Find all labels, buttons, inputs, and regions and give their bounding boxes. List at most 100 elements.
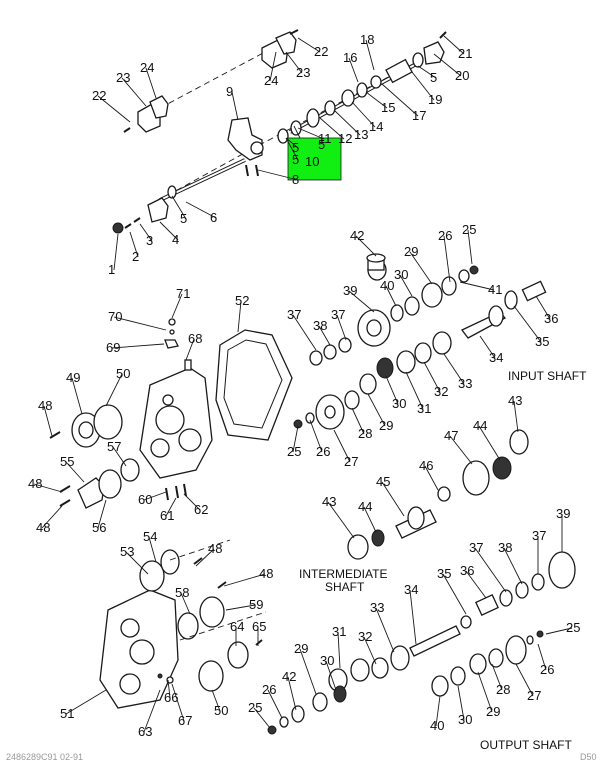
- rear-housing-assembly: [99, 539, 267, 709]
- part-callout-1: 1: [108, 262, 115, 277]
- callout-leader-line: [405, 371, 424, 410]
- callout-leader-line: [309, 419, 323, 453]
- callout-leader-line: [411, 71, 435, 101]
- part-callout-58: 58: [175, 585, 189, 600]
- part-callout-44: 44: [473, 418, 487, 433]
- part-callout-26: 26: [540, 662, 554, 677]
- part-callout-51: 51: [60, 706, 74, 721]
- part-callout-11: 11: [318, 131, 332, 146]
- callout-leader-line: [435, 695, 441, 727]
- callout-leader-line: [457, 685, 465, 721]
- callout-leader-line: [433, 53, 462, 77]
- callout-leader-line: [474, 547, 507, 593]
- part-callout-30: 30: [394, 267, 408, 282]
- part-callout-36: 36: [460, 563, 474, 578]
- callout-leader-line: [148, 536, 157, 563]
- front-housing-assembly: [49, 318, 293, 509]
- callout-leader-line: [43, 405, 53, 437]
- part-callout-26: 26: [316, 444, 330, 459]
- callout-leader-line: [443, 353, 465, 385]
- callout-leader-line: [165, 497, 177, 517]
- callout-leader-line: [113, 316, 167, 331]
- part-callout-50: 50: [116, 366, 130, 381]
- shift-rail-assembly: [112, 29, 447, 234]
- part-callout-43: 43: [322, 494, 336, 509]
- part-callout-65: 65: [252, 619, 266, 634]
- callout-leader-line: [65, 689, 107, 715]
- callout-leader-line: [65, 461, 85, 483]
- callout-leader-line: [449, 435, 473, 465]
- highlighted-callout[interactable]: 5 10: [287, 125, 342, 181]
- callout-leader-line: [195, 548, 215, 567]
- part-callout-29: 29: [486, 704, 500, 719]
- part-callout-3: 3: [146, 233, 153, 248]
- part-callout-37: 37: [331, 307, 345, 322]
- part-callout-25: 25: [462, 222, 476, 237]
- callout-leader-line: [479, 335, 496, 359]
- part-callout-24: 24: [140, 60, 154, 75]
- part-callout-27: 27: [527, 688, 541, 703]
- part-callout-21: 21: [458, 46, 472, 61]
- part-callout-55: 55: [60, 454, 74, 469]
- part-callout-59: 59: [249, 597, 263, 612]
- part-callout-67: 67: [178, 713, 192, 728]
- callout-leader-line: [225, 604, 256, 611]
- callout-leader-line: [171, 195, 187, 220]
- callout-leader-line: [375, 607, 395, 653]
- callout-leader-line: [292, 314, 317, 351]
- callout-leader-line: [180, 592, 191, 615]
- part-callout-56: 56: [92, 520, 106, 535]
- part-callout-39: 39: [556, 506, 570, 521]
- callout-leader-line: [545, 627, 573, 635]
- part-callout-30: 30: [320, 653, 334, 668]
- part-callout-35: 35: [535, 334, 549, 349]
- part-callout-52: 52: [235, 293, 249, 308]
- callout-leader-line: [535, 295, 551, 320]
- callout-leader-line: [399, 274, 413, 297]
- part-callout-60: 60: [138, 492, 152, 507]
- part-callout-25: 25: [248, 700, 262, 715]
- part-callout-23: 23: [116, 70, 130, 85]
- callout-leader-line: [269, 51, 277, 82]
- part-callout-39: 39: [343, 283, 357, 298]
- callout-leader-line: [443, 35, 465, 55]
- part-callout-69: 69: [106, 340, 120, 355]
- output-shaft-assembly: [267, 551, 576, 735]
- part-callout-33: 33: [370, 600, 384, 615]
- highlight-label-10: 10: [305, 154, 319, 169]
- callout-leader-line: [442, 573, 467, 615]
- intermediate-shaft-label-line2: SHAFT: [325, 580, 365, 594]
- part-callout-57: 57: [107, 439, 121, 454]
- part-callout-62: 62: [194, 502, 208, 517]
- callout-leader-line: [491, 663, 503, 691]
- callout-leader-line: [381, 481, 405, 517]
- callout-leader-line: [537, 643, 547, 671]
- highlight-box[interactable]: [287, 137, 342, 181]
- part-callout-17: 17: [412, 108, 426, 123]
- part-callout-37: 37: [287, 307, 301, 322]
- part-callout-38: 38: [313, 318, 327, 333]
- callout-leader-line: [318, 325, 331, 346]
- callout-leader-line: [355, 235, 377, 257]
- part-callout-40: 40: [380, 278, 394, 293]
- part-callout-37: 37: [469, 540, 483, 555]
- part-callout-35: 35: [437, 566, 451, 581]
- highlight-label-5: 5: [318, 137, 325, 152]
- callout-leader-line: [363, 506, 377, 533]
- callout-leader-line: [237, 300, 242, 333]
- callout-leader-line: [287, 676, 297, 711]
- callout-leader-line: [385, 285, 397, 307]
- part-callout-4: 4: [172, 232, 179, 247]
- part-callout-68: 68: [188, 331, 202, 346]
- callout-leader-line: [111, 343, 165, 349]
- callout-leader-line: [319, 117, 345, 140]
- part-callout-44: 44: [358, 499, 372, 514]
- callout-leader-line: [337, 631, 341, 669]
- callout-leader-line: [223, 573, 266, 587]
- part-callout-48: 48: [36, 520, 50, 535]
- part-callout-16: 16: [343, 50, 357, 65]
- callout-leader-line: [33, 483, 63, 493]
- part-callout-28: 28: [358, 426, 372, 441]
- part-callout-71: 71: [176, 286, 190, 301]
- part-callout-32: 32: [434, 384, 448, 399]
